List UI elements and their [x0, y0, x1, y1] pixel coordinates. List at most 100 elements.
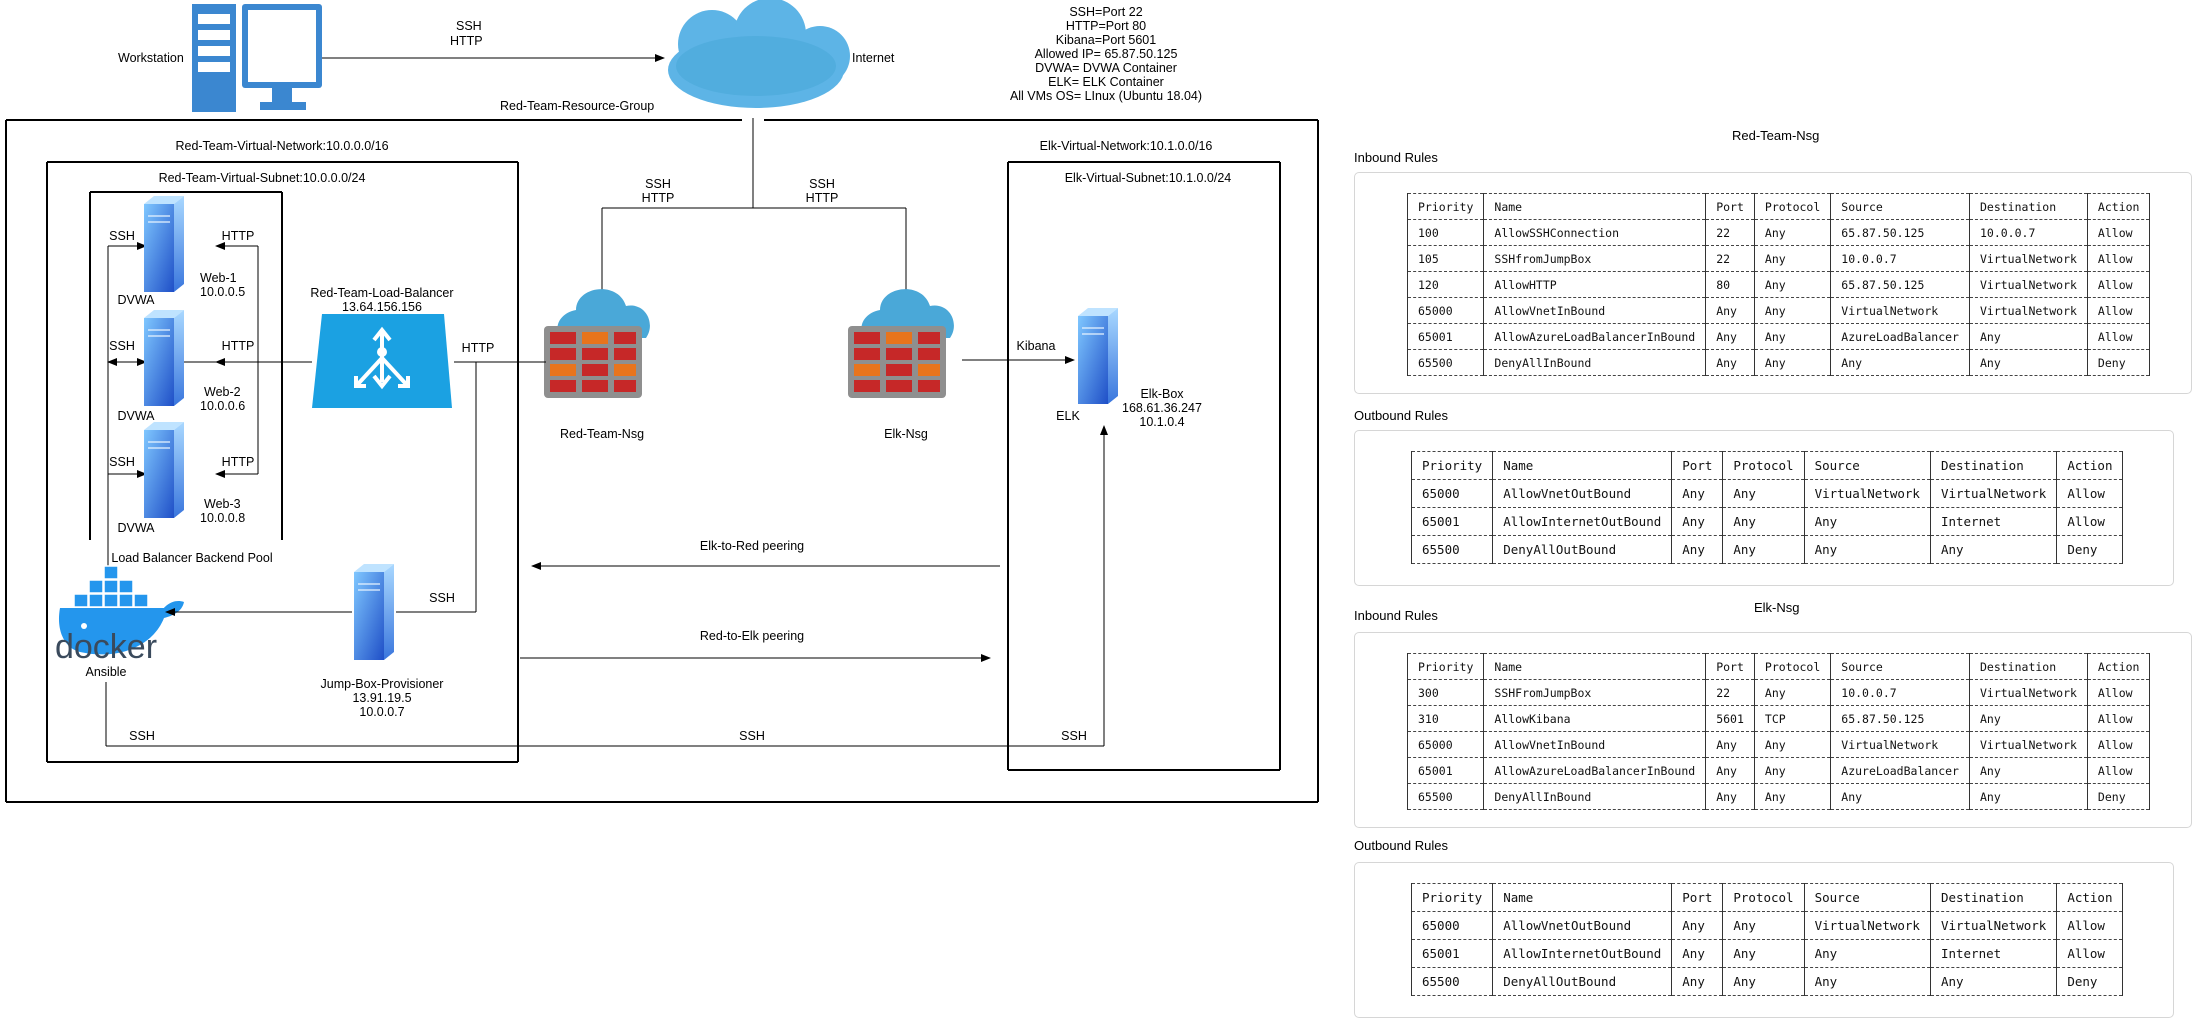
- table-cell: 65500: [1410, 967, 1494, 996]
- table-cell: Any: [1753, 757, 1832, 784]
- column-header: Protocol: [1722, 883, 1805, 912]
- table-cell: SSHFromJumpBox: [1483, 679, 1707, 706]
- column-header: Priority: [1410, 451, 1494, 480]
- elk-vnet-label: Elk-Virtual-Network:10.1.0.0/16: [1040, 139, 1213, 153]
- ansible-label: Ansible: [86, 665, 127, 679]
- table-cell: 80: [1705, 271, 1755, 298]
- table-cell: AllowVnetOutBound: [1492, 479, 1673, 508]
- table-cell: Deny: [2086, 783, 2151, 810]
- table-cell: 65001: [1406, 323, 1485, 350]
- table-cell: Allow: [2056, 479, 2124, 508]
- table-cell: VirtualNetwork: [1929, 911, 2058, 940]
- table-cell: Any: [1671, 967, 1724, 996]
- table-cell: 22: [1705, 679, 1755, 706]
- table-cell: Any: [1968, 323, 2088, 350]
- table-cell: 65000: [1406, 297, 1485, 324]
- table-cell: Any: [1671, 911, 1724, 940]
- table-cell: 10.0.0.7: [1830, 679, 1970, 706]
- table-cell: Allow: [2086, 219, 2151, 246]
- resource-group-label: Red-Team-Resource-Group: [500, 99, 654, 113]
- table-cell: Any: [1803, 939, 1931, 968]
- legend-line: Kibana=Port 5601: [1056, 33, 1156, 47]
- table-cell: Any: [1968, 349, 2088, 376]
- table-cell: Any: [1830, 783, 1970, 810]
- ssh-label-1: SSH: [109, 229, 135, 243]
- column-header: Destination: [1968, 653, 2088, 680]
- table-cell: 65.87.50.125: [1830, 271, 1970, 298]
- backend-pool-label: Load Balancer Backend Pool: [111, 551, 272, 565]
- jump-ip1: 13.91.19.5: [352, 691, 411, 705]
- elk-subnet-label: Elk-Virtual-Subnet:10.1.0.0/24: [1065, 171, 1232, 185]
- http-label-2: HTTP: [222, 339, 255, 353]
- column-header: Destination: [1929, 451, 2058, 480]
- table-cell: DenyAllInBound: [1483, 349, 1707, 376]
- table-cell: Any: [1722, 479, 1805, 508]
- table-cell: Any: [1705, 297, 1755, 324]
- table-cell: Any: [1753, 679, 1832, 706]
- column-header: Port: [1705, 193, 1755, 220]
- legend-line: All VMs OS= LInux (Ubuntu 18.04): [1010, 89, 1202, 103]
- table-cell: VirtualNetwork: [1968, 679, 2088, 706]
- table-cell: AzureLoadBalancer: [1830, 757, 1970, 784]
- table-cell: 65001: [1410, 507, 1494, 536]
- elk-outbound-label: Outbound Rules: [1354, 838, 1448, 853]
- table-cell: Any: [1705, 783, 1755, 810]
- ws-ssh-label: SSH: [456, 19, 482, 33]
- table-cell: AllowAzureLoadBalancerInBound: [1483, 323, 1707, 350]
- table-cell: Any: [1722, 939, 1805, 968]
- table-cell: Any: [1803, 535, 1931, 564]
- red-nsg-title: Red-Team-Nsg: [1732, 128, 1820, 143]
- lb-http-label: HTTP: [462, 341, 495, 355]
- table-cell: Allow: [2086, 297, 2151, 324]
- column-header: Action: [2056, 883, 2124, 912]
- red-to-elk-label: Red-to-Elk peering: [700, 629, 804, 643]
- column-header: Name: [1492, 883, 1673, 912]
- table-cell: Allow: [2086, 245, 2151, 272]
- elk-box-icon: [1077, 307, 1119, 405]
- table-cell: Any: [1722, 967, 1805, 996]
- table-cell: Any: [1671, 479, 1724, 508]
- dvwa-label-3: DVWA: [117, 521, 155, 535]
- table-cell: Any: [1968, 705, 2088, 732]
- table-cell: AllowInternetOutBound: [1492, 939, 1673, 968]
- table-cell: 10.0.0.7: [1830, 245, 1970, 272]
- column-header: Source: [1803, 451, 1931, 480]
- table-cell: SSHfromJumpBox: [1483, 245, 1707, 272]
- jump-ip2: 10.0.0.7: [359, 705, 404, 719]
- elk-nsg-title: Elk-Nsg: [1754, 600, 1800, 615]
- table-cell: Allow: [2056, 507, 2124, 536]
- table-cell: 65500: [1406, 349, 1485, 376]
- ssh-label-3: SSH: [109, 455, 135, 469]
- jump-ssh-label: SSH: [429, 591, 455, 605]
- table-cell: AllowSSHConnection: [1483, 219, 1707, 246]
- table-cell: Allow: [2086, 679, 2151, 706]
- table-cell: Any: [1968, 783, 2088, 810]
- web1-ip: 10.0.0.5: [200, 285, 245, 299]
- column-header: Port: [1671, 451, 1724, 480]
- table-cell: 65.87.50.125: [1830, 219, 1970, 246]
- table-cell: 310: [1406, 705, 1485, 732]
- table-cell: Any: [1705, 757, 1755, 784]
- table-cell: AllowAzureLoadBalancerInBound: [1483, 757, 1707, 784]
- column-header: Action: [2086, 193, 2151, 220]
- table-cell: 65000: [1410, 479, 1494, 508]
- web3-ip: 10.0.0.8: [200, 511, 245, 525]
- web1-name: Web-1: [200, 271, 237, 285]
- workstation-label: Workstation: [118, 51, 184, 65]
- elk-ip2: 10.1.0.4: [1139, 415, 1184, 429]
- table-cell: Allow: [2056, 911, 2124, 940]
- table-cell: Any: [1722, 911, 1805, 940]
- red-subnet-label: Red-Team-Virtual-Subnet:10.0.0.0/24: [159, 171, 366, 185]
